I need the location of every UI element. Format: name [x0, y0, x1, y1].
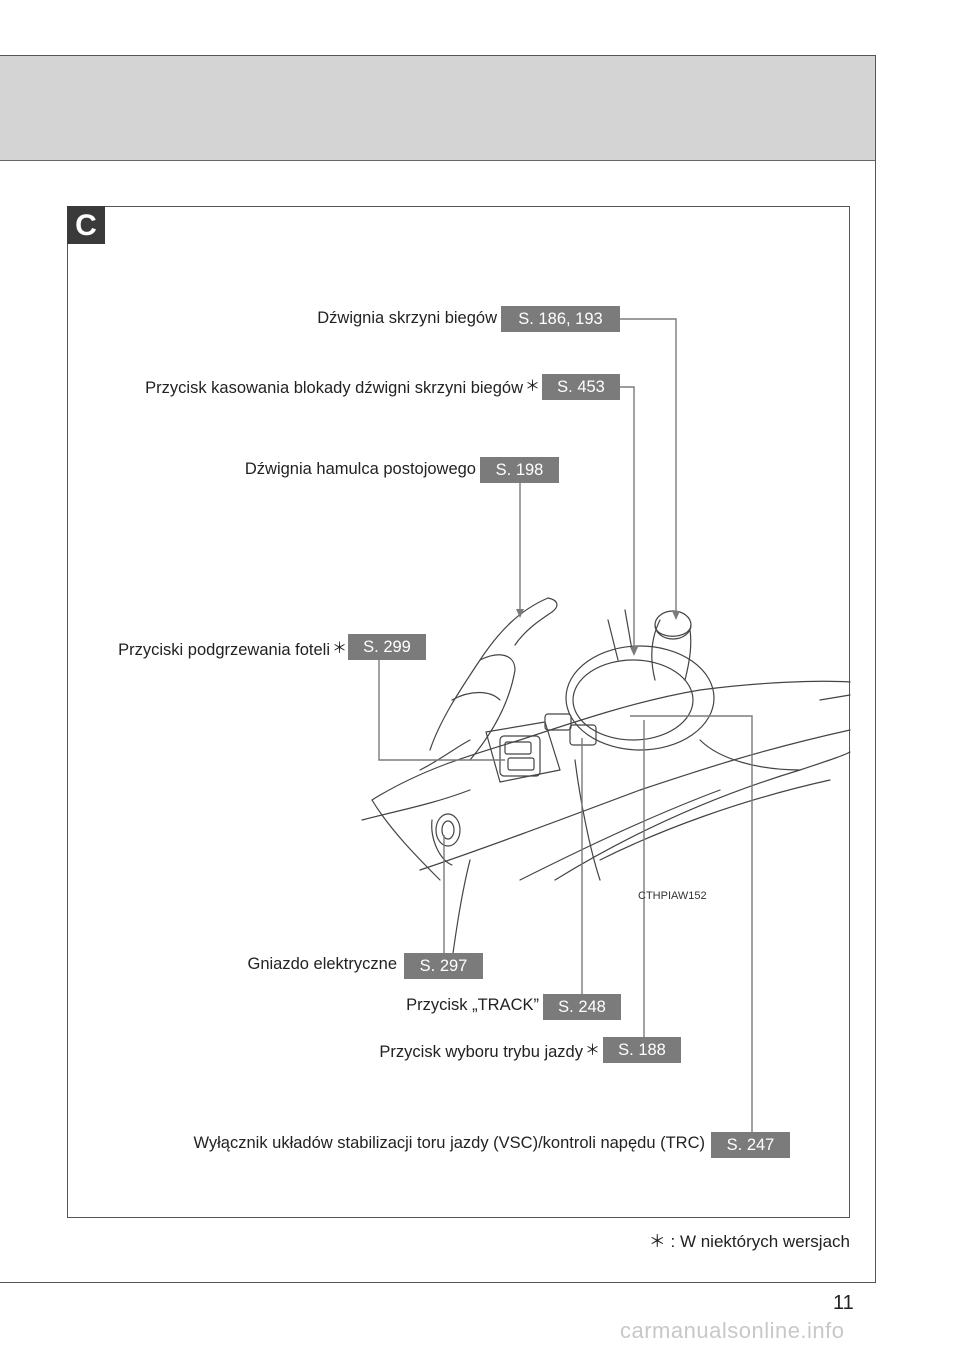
asterisk-marker: ＊: [648, 1232, 666, 1251]
callout-seat-heaters-label: Przyciski podgrzewania foteli＊: [118, 637, 347, 660]
callout-shift-lock-label: Przycisk kasowania blokady dźwigni skrzy…: [145, 375, 540, 398]
section-letter-badge: C: [67, 206, 105, 244]
ref-badge-shift-lock[interactable]: S. 453: [542, 374, 620, 400]
label-text: Przycisk wyboru trybu jazdy: [379, 1043, 583, 1061]
header-band: [0, 56, 875, 161]
ref-badge-parking-brake[interactable]: S. 198: [480, 457, 559, 483]
label-text: Przyciski podgrzewania foteli: [118, 641, 330, 659]
illustration-code: CTHPIAW152: [638, 890, 707, 902]
label-text: Przycisk kasowania blokady dźwigni skrzy…: [145, 379, 523, 397]
callout-vsc-trc-label: Wyłącznik układów stabilizacji toru jazd…: [193, 1134, 705, 1153]
ref-badge-seat-heaters[interactable]: S. 299: [348, 634, 426, 660]
asterisk-marker: ＊: [524, 378, 540, 395]
callout-track-button-label: Przycisk „TRACK”: [406, 996, 539, 1015]
ref-badge-vsc-trc[interactable]: S. 247: [711, 1132, 790, 1158]
label-text: Dźwignia skrzyni biegów: [317, 309, 497, 327]
asterisk-marker: ＊: [331, 640, 347, 657]
ref-badge-gear-lever[interactable]: S. 186, 193: [501, 306, 620, 332]
ref-badge-drive-mode[interactable]: S. 188: [603, 1037, 681, 1063]
label-text: Wyłącznik układów stabilizacji toru jazd…: [193, 1134, 705, 1152]
callout-parking-brake-label: Dźwignia hamulca postojowego: [245, 460, 476, 479]
asterisk-marker: ＊: [584, 1042, 600, 1059]
ref-badge-track-button[interactable]: S. 248: [543, 994, 621, 1020]
label-text: Gniazdo elektryczne: [247, 955, 398, 973]
page-number: 11: [833, 1292, 854, 1314]
label-text: Przycisk „TRACK”: [406, 996, 539, 1014]
label-text: Dźwignia hamulca postojowego: [244, 460, 476, 478]
watermark: carmanualsonline.info: [620, 1318, 845, 1343]
section-box: [67, 206, 850, 1218]
footnote: ＊ : W niektórych wersjach: [649, 1227, 850, 1252]
footnote-text: : W niektórych wersjach: [670, 1232, 851, 1251]
callout-power-outlet-label: Gniazdo elektryczne: [248, 955, 398, 974]
callout-drive-mode-label: Przycisk wyboru trybu jazdy＊: [379, 1039, 600, 1062]
page-frame: [0, 55, 876, 1283]
callout-gear-lever-label: Dźwignia skrzyni biegów: [317, 309, 497, 328]
ref-badge-power-outlet[interactable]: S. 297: [404, 953, 483, 979]
